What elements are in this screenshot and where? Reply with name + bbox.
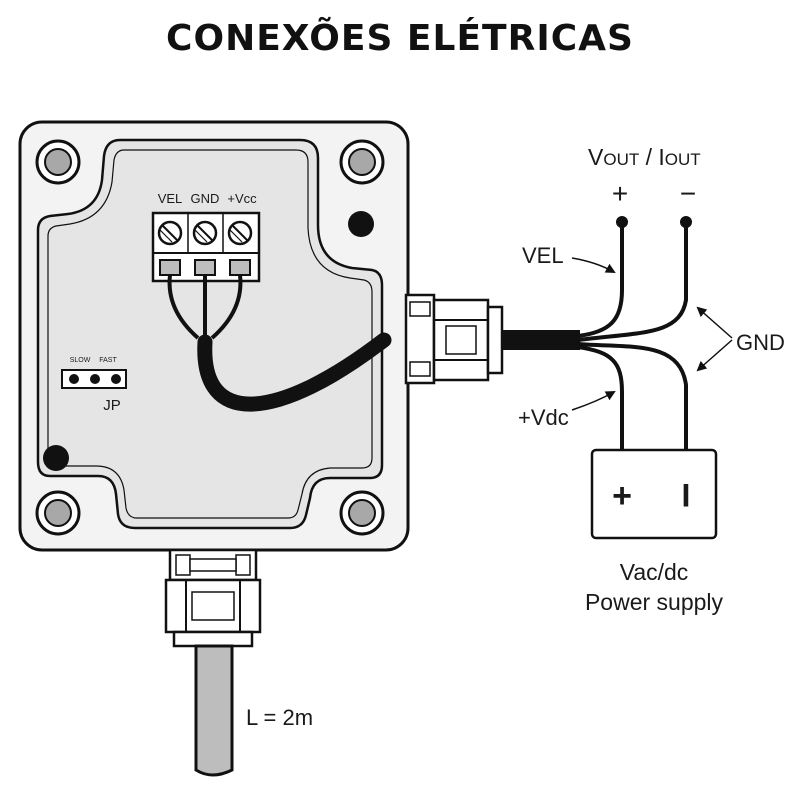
terminal-label-gnd: GND — [191, 191, 220, 206]
iout-suffix: OUT — [665, 150, 701, 169]
cable-gland-right — [404, 293, 504, 385]
jumper-jp: SLOW FAST JP — [61, 357, 127, 414]
terminal-screw-gnd — [192, 220, 218, 246]
power-supply-plus: + — [612, 477, 632, 515]
gnd-arrow-down — [696, 339, 733, 372]
external-wiring — [577, 216, 692, 450]
terminal-label-vel: VEL — [158, 191, 183, 206]
vout-suffix: OUT — [603, 150, 639, 169]
vel-arrow — [571, 257, 616, 273]
internal-wiring — [167, 274, 392, 412]
screw-bottom-left — [35, 490, 81, 536]
power-supply-label: Power supply — [585, 589, 724, 615]
jumper-name: JP — [103, 397, 121, 414]
terminal-label-vcc: +Vcc — [227, 191, 257, 206]
page-title: CONEXÕES ELÉTRICAS — [166, 18, 634, 59]
screw-top-right — [339, 139, 385, 185]
output-minus: − — [680, 178, 696, 209]
terminal-block: VEL GND +Vcc — [151, 191, 261, 283]
vout-prefix: V — [588, 144, 604, 170]
wire-label-gnd: GND — [736, 330, 785, 355]
terminal-dot-plus — [616, 216, 628, 228]
jumper-label-fast: FAST — [99, 357, 117, 364]
vdc-arrow — [571, 391, 616, 411]
external-cable — [502, 330, 580, 350]
power-supply: + I Vac/dc Power supply — [585, 448, 724, 615]
sensor-cable — [194, 644, 234, 777]
mounting-hole-right — [348, 211, 374, 237]
jumper-label-slow: SLOW — [70, 357, 91, 364]
wire-label-vel: VEL — [522, 243, 564, 268]
power-supply-minus: I — [682, 477, 691, 513]
output-separator: / — [639, 144, 658, 170]
iout-prefix: I — [658, 144, 664, 170]
output-plus: + — [612, 178, 628, 209]
terminal-screw-vel — [157, 220, 183, 246]
cable-length-label: L = 2m — [246, 705, 313, 730]
screw-top-left — [35, 139, 81, 185]
output-label: VOUT / IOUT + − — [588, 144, 701, 209]
svg-text:VOUT / IOUT: VOUT / IOUT — [588, 144, 701, 170]
gnd-arrow-up — [696, 306, 733, 339]
screw-bottom-right — [339, 490, 385, 536]
terminal-dot-minus — [680, 216, 692, 228]
wire-label-vdc: +Vdc — [518, 405, 569, 430]
cable-gland-bottom — [164, 548, 262, 648]
terminal-screw-vcc — [227, 220, 253, 246]
power-supply-type: Vac/dc — [620, 559, 689, 585]
mounting-hole-left — [43, 445, 69, 471]
